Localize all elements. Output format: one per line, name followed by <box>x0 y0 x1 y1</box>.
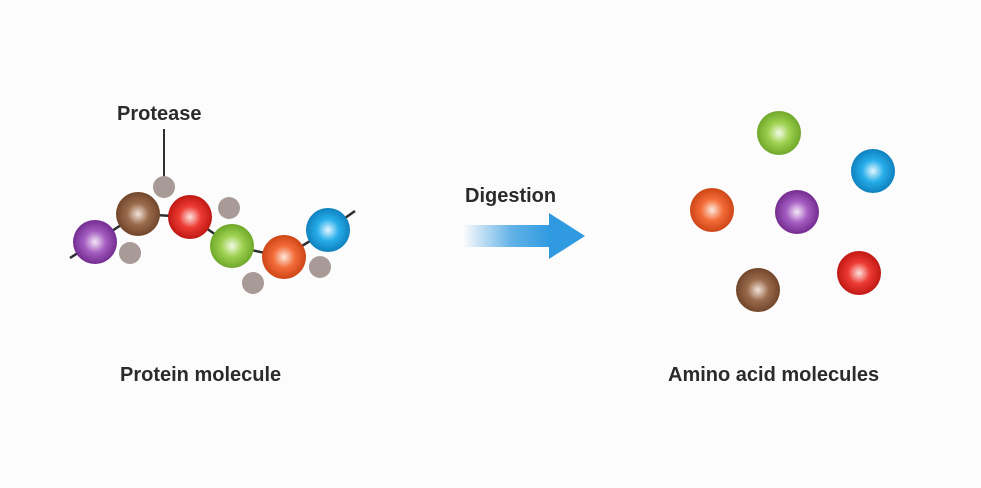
amino-acid-molecules <box>690 111 895 312</box>
free-amino-acid-blue <box>851 149 895 193</box>
protease-particle <box>119 242 141 264</box>
amino-acid-red <box>168 195 212 239</box>
free-amino-acid-orange <box>690 188 734 232</box>
amino-acid-purple <box>73 220 117 264</box>
protease-particle <box>218 197 240 219</box>
amino-acid-blue <box>306 208 350 252</box>
free-amino-acid-green <box>757 111 801 155</box>
protease-particle <box>153 176 175 198</box>
free-amino-acid-brown <box>736 268 780 312</box>
free-amino-acid-red <box>837 251 881 295</box>
protein-molecule-label: Protein molecule <box>120 364 282 386</box>
protein-molecule <box>73 192 350 279</box>
protease-particles <box>119 176 331 294</box>
amino-acid-orange <box>262 235 306 279</box>
protease-particle <box>309 256 331 278</box>
amino-acid-green <box>210 224 254 268</box>
digestion-arrow-icon <box>463 213 585 259</box>
amino-acid-molecules-label: Amino acid molecules <box>668 364 880 386</box>
protease-label: Protease <box>117 103 202 125</box>
free-amino-acid-purple <box>775 190 819 234</box>
amino-acid-brown <box>116 192 160 236</box>
protease-particle <box>242 272 264 294</box>
digestion-label: Digestion <box>465 185 557 207</box>
